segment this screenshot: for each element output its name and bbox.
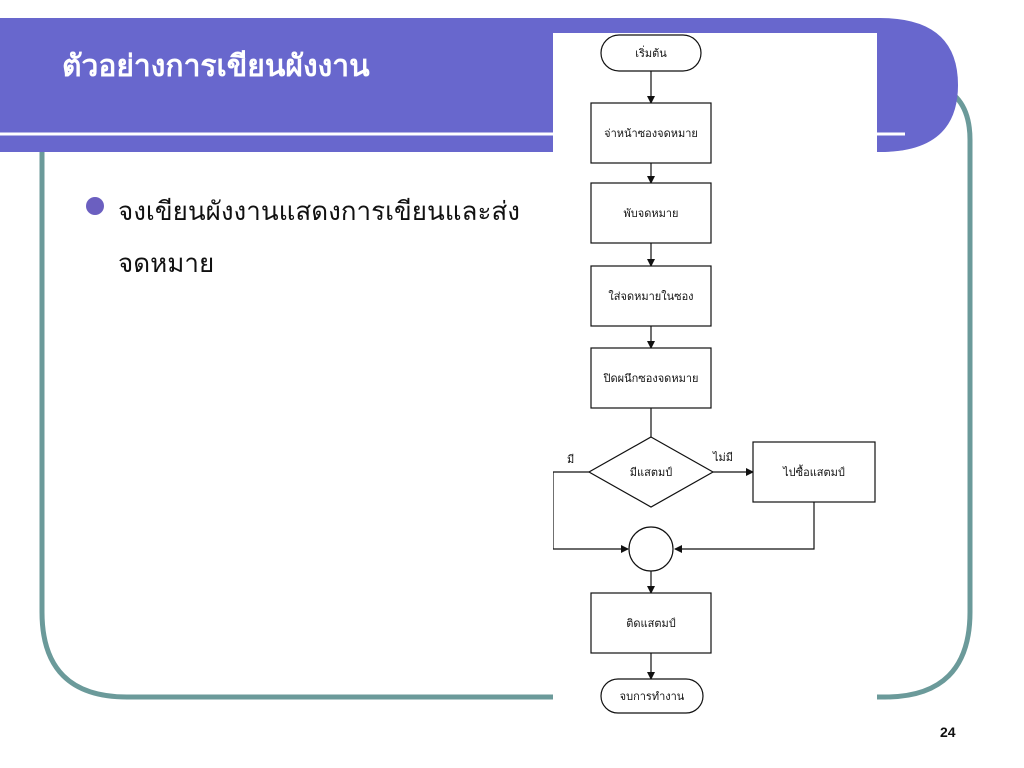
connector-circle <box>628 526 674 572</box>
flow-connector <box>674 502 815 553</box>
process-label: ติดแสตมป์ <box>626 617 675 630</box>
process-box <box>590 265 712 327</box>
process-box <box>752 441 876 503</box>
decision-label: มีแสตมป์ <box>630 466 672 479</box>
bullet-text: จงเขียนผังงานแสดงการเขียนและส่งจดหมาย <box>118 197 520 279</box>
process-box <box>590 102 712 164</box>
slide-title: ตัวอย่างการเขียนผังงาน <box>62 49 370 84</box>
process-label: ไปซื้อแสตมป์ <box>782 464 845 479</box>
process-label: จ่าหน้าซองจดหมาย <box>604 127 698 140</box>
end-terminator <box>600 678 704 714</box>
process-box <box>590 592 712 654</box>
process-box <box>590 347 712 409</box>
no-label: ไม่มี <box>712 451 733 464</box>
end-label: จบการทำงาน <box>620 690 685 703</box>
process-box <box>590 182 712 244</box>
process-label: ปิดผนึกซองจดหมาย <box>602 372 698 385</box>
page-number: 24 <box>940 724 956 740</box>
start-label: เริ่มต้น <box>635 45 667 60</box>
flow-connector <box>553 471 629 553</box>
yes-label: มี <box>567 453 574 466</box>
flowchart-image: เริ่มต้น จ่าหน้าซองจดหมาย พับจดหมาย ใส่จ… <box>553 33 877 715</box>
bullet-icon <box>86 197 104 215</box>
flowchart: เริ่มต้น จ่าหน้าซองจดหมาย พับจดหมาย ใส่จ… <box>553 34 876 714</box>
decision-diamond <box>587 436 715 508</box>
process-label: ใส่จดหมายในซอง <box>608 290 693 303</box>
slide-border <box>39 82 973 700</box>
process-label: พับจดหมาย <box>624 207 679 220</box>
